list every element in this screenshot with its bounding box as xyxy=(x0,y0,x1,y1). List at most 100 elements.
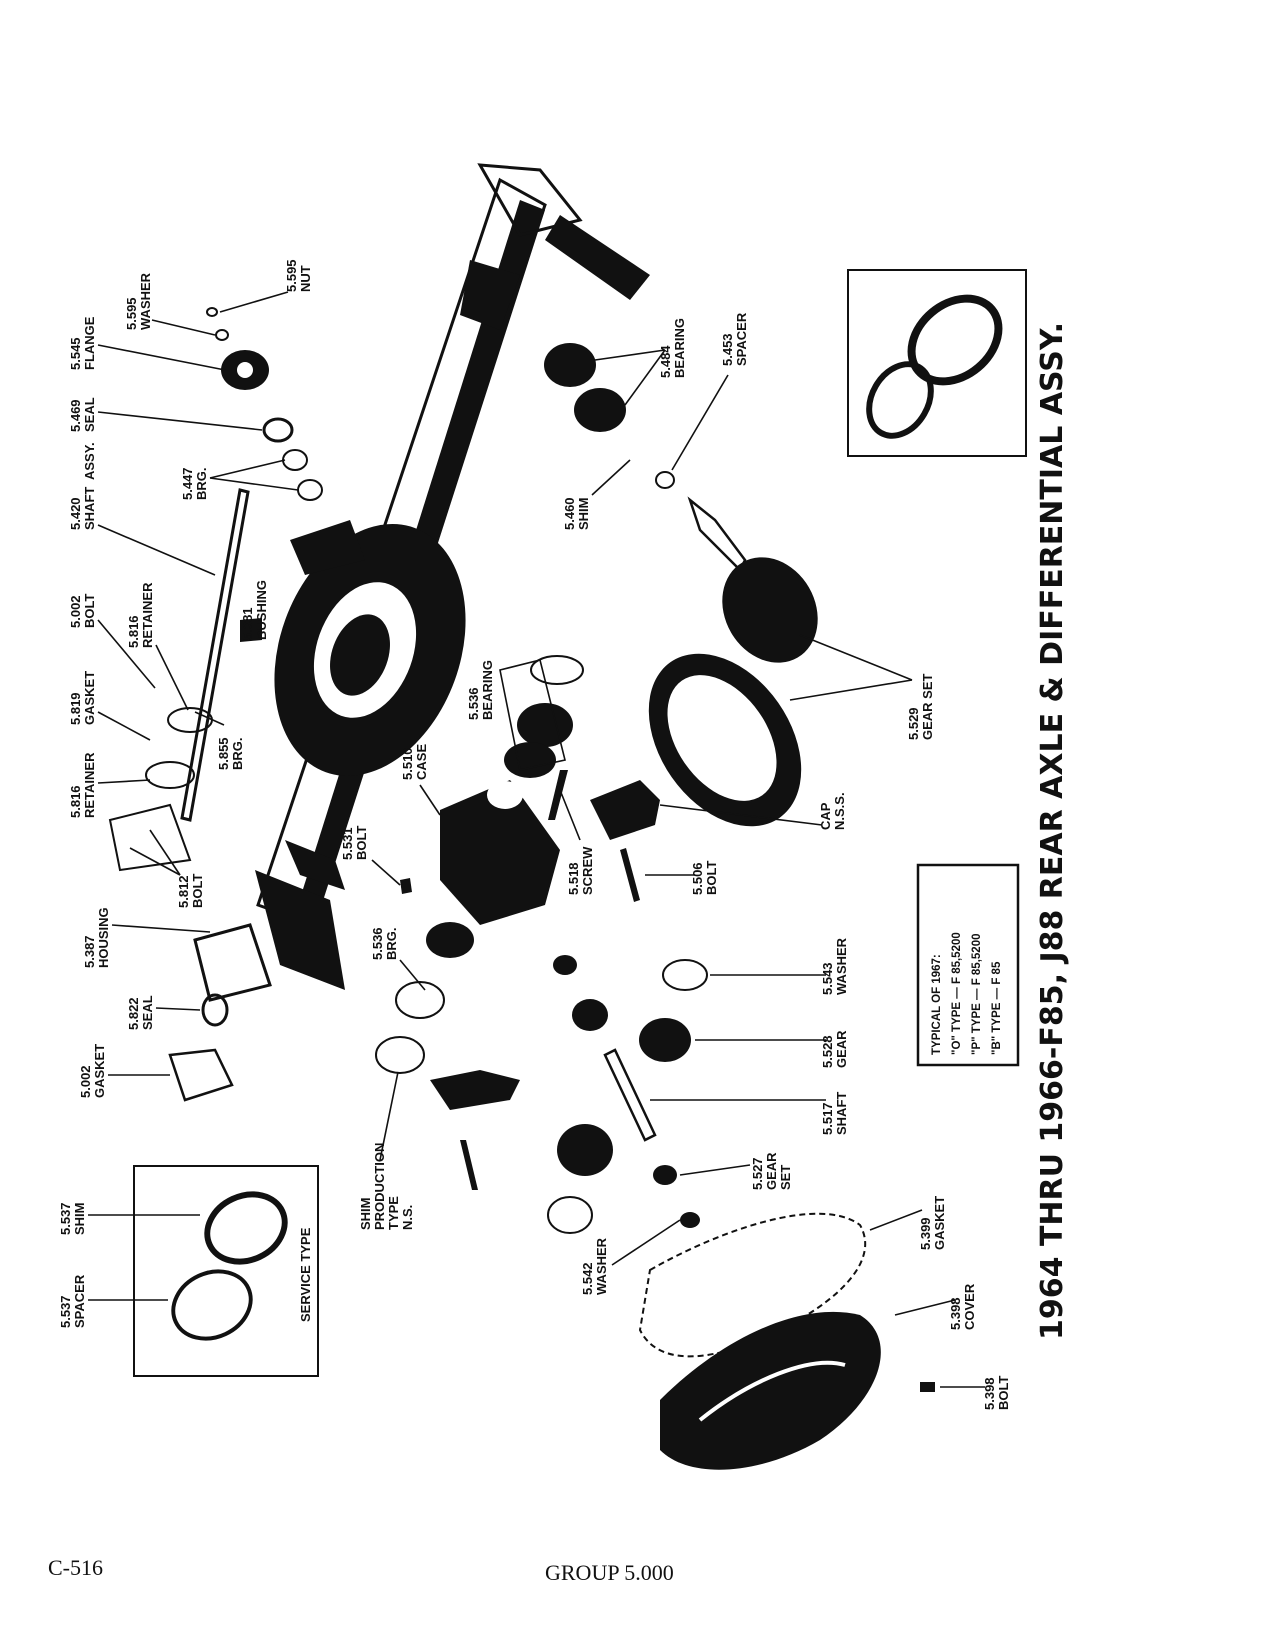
label-5542-washer: 5.542 WASHER xyxy=(580,1219,681,1295)
diff-case xyxy=(440,780,560,925)
label-5398-cover: 5.398 COVER xyxy=(894,1283,977,1330)
svg-text:5.542: 5.542 xyxy=(580,1262,595,1295)
label-5531-bolt: 5.531 BOLT xyxy=(340,826,401,886)
label-5399-gasket: 5.399 GASKET xyxy=(869,1196,947,1250)
svg-text:BUSHING: BUSHING xyxy=(254,580,269,640)
svg-text:NUT: NUT xyxy=(298,265,313,292)
label-5528-gear: 5.528 GEAR xyxy=(695,1030,849,1068)
label-5543-washer: 5.543 WASHER xyxy=(710,937,849,995)
label-5816-retainer-a: 5.816 RETAINER xyxy=(126,582,189,711)
svg-text:SEAL: SEAL xyxy=(140,995,155,1030)
svg-text:5.595: 5.595 xyxy=(124,297,139,330)
svg-text:GASKET: GASKET xyxy=(932,1196,947,1250)
svg-text:5.506: 5.506 xyxy=(690,862,705,895)
label-5002-gasket: 5.002 GASKET xyxy=(78,1044,170,1098)
svg-text:HOUSING: HOUSING xyxy=(96,907,111,968)
label-5518-screw: 5.518 SCREW xyxy=(559,789,595,895)
label-5537-spacer: 5.537 SPACER xyxy=(58,1274,168,1328)
label-5453-spacer: 5.453 SPACER xyxy=(671,312,749,471)
label-5595-washer: 5.595 WASHER xyxy=(124,272,216,336)
svg-text:BOLT: BOLT xyxy=(190,874,205,908)
svg-text:5.381: 5.381 xyxy=(240,607,255,640)
svg-text:SPACER: SPACER xyxy=(734,312,749,366)
svg-text:SEAL: SEAL xyxy=(82,397,97,432)
washer-part xyxy=(215,329,229,341)
svg-text:COVER: COVER xyxy=(962,1283,977,1330)
label-5595-nut: 5.595 NUT xyxy=(219,259,313,313)
label-5387-housing: 5.387 HOUSING xyxy=(82,907,211,968)
label-shim-production: SHIM PRODUCTION TYPE N.S. xyxy=(358,1071,415,1230)
svg-text:RETAINER: RETAINER xyxy=(82,752,97,818)
svg-text:BRG.: BRG. xyxy=(230,738,245,771)
seal-5822 xyxy=(201,993,229,1027)
svg-text:GEAR: GEAR xyxy=(764,1152,779,1190)
svg-text:5.399: 5.399 xyxy=(918,1217,933,1250)
svg-text:SHAFT: SHAFT xyxy=(82,487,97,530)
svg-text:WASHER: WASHER xyxy=(594,1237,609,1295)
page-code: C-516 xyxy=(48,1555,103,1580)
bearing-part xyxy=(282,449,308,471)
label-5855-brg: 5.855 BRG. xyxy=(194,711,245,771)
label-5420-shaft: 5.420 SHAFT ASSY. xyxy=(68,442,216,576)
service-type-label: SERVICE TYPE xyxy=(298,1227,313,1322)
svg-text:BRG.: BRG. xyxy=(194,468,209,501)
bolt-5531 xyxy=(400,878,412,894)
svg-text:CAP: CAP xyxy=(818,802,833,830)
label-5816-retainer-b: 5.816 RETAINER xyxy=(68,752,151,818)
svg-text:5.469: 5.469 xyxy=(68,399,83,432)
svg-text:5.002: 5.002 xyxy=(78,1065,93,1098)
bearing-cap xyxy=(590,780,660,840)
label-5536-bearing: 5.536 BEARING xyxy=(466,659,566,771)
svg-text:PRODUCTION: PRODUCTION xyxy=(372,1143,387,1230)
svg-text:BEARING: BEARING xyxy=(672,318,687,378)
svg-text:5.517: 5.517 xyxy=(820,1102,835,1135)
svg-text:CASE: CASE xyxy=(414,744,429,780)
svg-text:BRG.: BRG. xyxy=(384,928,399,961)
svg-text:BOLT: BOLT xyxy=(996,1376,1011,1410)
brg-cup xyxy=(395,981,445,1019)
diff-cover xyxy=(660,1311,881,1470)
spacer-inset-box xyxy=(847,269,1027,457)
svg-text:5.595: 5.595 xyxy=(284,259,299,292)
label-cap-nss: CAP N.S.S. xyxy=(659,792,847,830)
svg-text:SPACER: SPACER xyxy=(72,1274,87,1328)
group-number: GROUP 5.000 xyxy=(545,1560,674,1585)
gasket-5002 xyxy=(168,1048,234,1102)
label-5527-gearset: 5.527 GEAR SET xyxy=(679,1152,793,1190)
svg-text:5.545: 5.545 xyxy=(68,337,83,370)
lower-bolt xyxy=(460,1140,478,1190)
svg-text:ASSY.: ASSY. xyxy=(82,442,97,480)
svg-text:5.447: 5.447 xyxy=(180,467,195,500)
seal-part xyxy=(262,417,294,443)
label-5529-gearset: 5.529 GEAR SET xyxy=(789,634,935,740)
svg-text:5.537: 5.537 xyxy=(58,1202,73,1235)
label-5822-seal: 5.822 SEAL xyxy=(126,995,201,1030)
typical-note-box: TYPICAL OF 1967: "O" TYPE — F 85,5200 "P… xyxy=(916,863,1020,1067)
typical-line-3: "P" TYPE — F 85,5200 xyxy=(971,934,983,1056)
svg-text:SHIM: SHIM xyxy=(72,1203,87,1236)
svg-text:5.510: 5.510 xyxy=(400,747,415,780)
svg-text:5.527: 5.527 xyxy=(750,1157,765,1190)
label-5469-seal: 5.469 SEAL xyxy=(68,397,263,432)
typical-line-4: "B" TYPE — F 85 xyxy=(991,961,1003,1055)
pinion-flange xyxy=(221,350,269,390)
retainer-part xyxy=(167,707,213,733)
svg-text:RETAINER: RETAINER xyxy=(140,582,155,648)
svg-text:BEARING: BEARING xyxy=(480,660,495,720)
svg-text:5.822: 5.822 xyxy=(126,997,141,1030)
bearing-part-2 xyxy=(297,479,323,501)
typical-line-2: "O" TYPE — F 85,5200 xyxy=(951,932,963,1055)
small-washer xyxy=(553,955,577,975)
svg-text:N.S.: N.S. xyxy=(400,1205,415,1230)
svg-text:5.543: 5.543 xyxy=(820,962,835,995)
svg-text:5.855: 5.855 xyxy=(216,737,231,770)
label-5484-bearing: 5.484 BEARING xyxy=(594,318,687,406)
svg-text:TYPE: TYPE xyxy=(386,1196,401,1230)
svg-text:BOLT: BOLT xyxy=(704,861,719,895)
screw-part xyxy=(548,770,568,820)
svg-text:5.387: 5.387 xyxy=(82,935,97,968)
svg-text:WASHER: WASHER xyxy=(834,937,849,995)
svg-text:GASKET: GASKET xyxy=(92,1044,107,1098)
